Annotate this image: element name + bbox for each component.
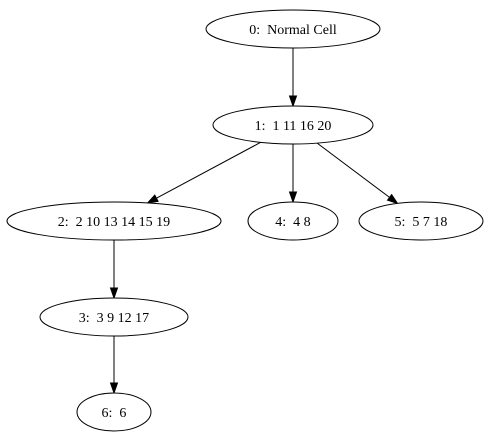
node-1: 1: 1 11 16 20	[212, 105, 374, 145]
edge-2-to-3	[109, 240, 119, 300]
node-ellipse	[76, 392, 152, 432]
node-ellipse	[6, 201, 222, 241]
node-ellipse	[212, 105, 374, 145]
node-label: 0: Normal Cell	[249, 23, 337, 38]
node-4: 4: 4 8	[247, 201, 339, 241]
arrowhead-icon	[109, 287, 119, 300]
node-label: 1: 1 11 16 20	[255, 119, 332, 134]
node-label: 2: 2 10 13 14 15 19	[58, 215, 170, 230]
arrowhead-icon	[288, 191, 298, 204]
nodes-layer: 0: Normal Cell 1: 1 11 16 20 2: 2 10 13 14…	[6, 9, 484, 432]
node-0: 0: Normal Cell	[205, 9, 381, 49]
edge-1-to-4	[288, 144, 298, 204]
edge-1-to-5	[316, 142, 399, 205]
node-label: 5: 5 7 18	[395, 215, 448, 230]
edge-3-to-6	[109, 336, 119, 395]
arrowhead-icon	[288, 95, 298, 108]
arrowhead-icon	[386, 193, 399, 205]
node-label: 3: 3 9 12 17	[79, 311, 149, 326]
arrowhead-icon	[146, 194, 159, 204]
node-ellipse	[205, 9, 381, 49]
edge-line	[156, 141, 261, 199]
arrowhead-icon	[109, 382, 119, 395]
edge-0-to-1	[288, 48, 298, 108]
node-6: 6: 6	[76, 392, 152, 432]
node-2: 2: 2 10 13 14 15 19	[6, 201, 222, 241]
node-3: 3: 3 9 12 17	[39, 297, 189, 337]
node-ellipse	[39, 297, 189, 337]
node-label: 6: 6	[102, 406, 127, 421]
edge-line	[316, 142, 390, 198]
edge-1-to-2	[146, 141, 261, 204]
node-ellipse	[247, 201, 339, 241]
node-ellipse	[358, 201, 484, 241]
edges-layer	[109, 48, 399, 395]
node-label: 4: 4 8	[275, 215, 310, 230]
node-5: 5: 5 7 18	[358, 201, 484, 241]
